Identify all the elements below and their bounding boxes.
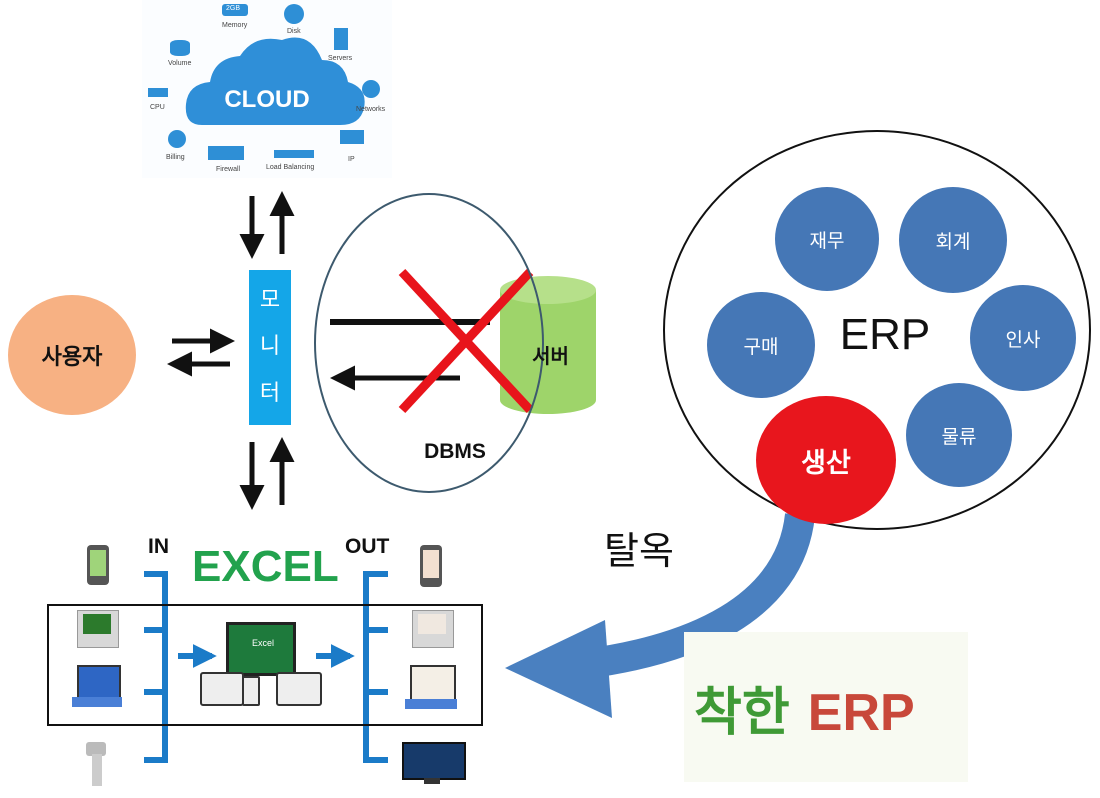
erp-center-label: ERP — [839, 310, 931, 359]
volume-icon — [170, 40, 190, 56]
output-desktop-icon — [412, 610, 454, 648]
out-bracket — [363, 571, 388, 763]
release-label: 탈옥 — [604, 529, 674, 573]
in-bracket — [144, 571, 168, 763]
erp-module-label: 구매 — [743, 335, 779, 358]
ip-icon — [340, 130, 364, 144]
volume-label: Volume — [168, 60, 192, 67]
ip-label: IP — [348, 156, 355, 163]
erp-module-label: 물류 — [941, 425, 977, 448]
memory-badge: 2GB — [226, 5, 241, 12]
output-laptop-icon — [405, 665, 457, 711]
cpu-icon — [148, 88, 168, 97]
monitor-char: 모 — [259, 288, 281, 314]
excel-title: EXCEL — [192, 542, 339, 591]
escape-arrow — [583, 512, 815, 679]
barcode-scanner-icon — [86, 742, 110, 788]
smartphone-icon — [87, 545, 109, 585]
monitor-bar: 모 니 터 — [249, 270, 291, 425]
servers-label: Servers — [328, 55, 353, 62]
billing-icon — [168, 130, 186, 148]
excel-phone — [242, 676, 260, 706]
load-balancing-label: Load Balancing — [266, 164, 315, 171]
monitor-char: 니 — [259, 334, 281, 360]
cloud-panel: CLOUD 2GB Memory Disk Volume Servers CPU… — [142, 0, 392, 178]
erp-module-production: 생산 — [756, 396, 896, 524]
erp-module-accounting: 회계 — [899, 187, 1007, 293]
billing-label: Billing — [166, 154, 185, 161]
excel-box — [47, 604, 483, 726]
escape-arrow-head — [505, 620, 612, 718]
firewall-label: Firewall — [216, 166, 241, 173]
user-node: 사용자 — [8, 295, 136, 415]
excel-app-name: Excel — [252, 638, 275, 648]
dbms-label: DBMS — [424, 440, 486, 463]
disk-icon — [284, 4, 304, 24]
brand-part2: ERP — [807, 684, 915, 742]
erp-module-label: 인사 — [1005, 328, 1041, 351]
server-label: 서버 — [532, 344, 569, 368]
erp-module-label: 생산 — [801, 447, 851, 479]
user-label: 사용자 — [41, 345, 103, 370]
excel-tablet — [200, 672, 244, 706]
output-smartphone-icon — [420, 545, 442, 587]
in-label: IN — [148, 535, 169, 558]
brand-part1: 착한 — [694, 682, 790, 743]
memory-label: Memory — [222, 22, 248, 29]
excel-devices-group: Excel — [200, 618, 322, 714]
monitor-char: 터 — [259, 380, 281, 406]
networks-icon — [362, 80, 380, 98]
firewall-icon — [208, 146, 244, 160]
out-label: OUT — [345, 535, 390, 558]
load-balancing-icon — [274, 150, 314, 158]
cloud-icon — [185, 37, 365, 126]
servers-icon — [334, 28, 348, 50]
excel-monitor — [226, 622, 296, 676]
erp-module-label: 재무 — [809, 229, 845, 252]
disk-label: Disk — [287, 28, 301, 35]
erp-module-label: 회계 — [935, 230, 971, 253]
output-tv-icon — [402, 742, 466, 786]
networks-label: Networks — [356, 106, 386, 113]
dbms-circle — [314, 193, 544, 493]
brand-logo: 착한 ERP — [684, 632, 968, 782]
erp-module-finance: 재무 — [775, 187, 879, 291]
erp-module-logistics: 물류 — [906, 383, 1012, 487]
excel-laptop — [276, 672, 322, 706]
erp-module-purchasing: 구매 — [707, 292, 815, 398]
laptop-icon — [72, 665, 122, 710]
cloud-title: CLOUD — [224, 86, 310, 113]
desktop-pc-icon — [77, 610, 119, 648]
cpu-label: CPU — [150, 104, 165, 111]
memory-icon — [222, 4, 248, 16]
erp-module-hr: 인사 — [970, 285, 1076, 391]
